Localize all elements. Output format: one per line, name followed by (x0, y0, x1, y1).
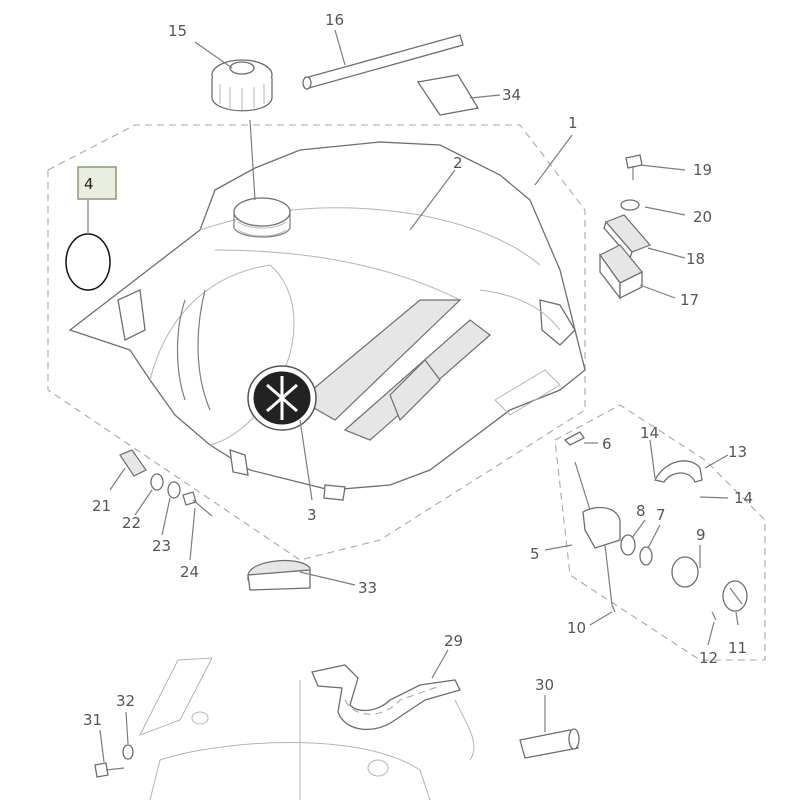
screw-10[interactable] (611, 604, 616, 613)
callout-16: 16 (325, 11, 344, 29)
callout-29: 29 (444, 632, 463, 650)
callout-24: 24 (180, 563, 199, 581)
callout-7: 7 (656, 506, 666, 524)
bolt-19[interactable] (625, 154, 643, 180)
yamaha-emblem[interactable] (247, 365, 317, 431)
bracket-29[interactable] (311, 664, 475, 761)
fuel-tank-body[interactable] (68, 141, 586, 501)
damper-33[interactable] (247, 559, 311, 591)
callout-20: 20 (693, 208, 712, 226)
callout-34: 34 (502, 86, 521, 104)
callout-23: 23 (152, 537, 171, 555)
o-ring[interactable] (65, 233, 111, 291)
callout-32: 32 (116, 692, 135, 710)
fuel-cap[interactable] (211, 59, 273, 112)
grommet-21[interactable] (119, 449, 147, 477)
callout-4: 4 (84, 175, 94, 193)
frame-cover[interactable] (138, 657, 431, 800)
callout-2: 2 (453, 154, 463, 172)
callout-11: 11 (728, 639, 747, 657)
callout-21: 21 (92, 497, 111, 515)
fuel-cock-lever[interactable] (574, 461, 621, 606)
callout-31: 31 (83, 711, 102, 729)
breather-hose[interactable] (302, 34, 464, 90)
callout-22: 22 (122, 514, 141, 532)
screw-12[interactable] (711, 611, 717, 621)
caution-label[interactable] (416, 74, 480, 116)
fuel-cock-boundary (554, 404, 766, 661)
callout-12: 12 (699, 649, 718, 667)
callout-box-4[interactable] (77, 166, 117, 200)
callout-14a: 14 (640, 424, 659, 442)
callout-17: 17 (680, 291, 699, 309)
bolt-31[interactable] (94, 762, 125, 778)
leader-lines (87, 29, 739, 763)
callout-9: 9 (696, 526, 706, 544)
clip-6[interactable] (563, 431, 585, 446)
callout-3: 3 (307, 506, 317, 524)
callout-10: 10 (567, 619, 586, 637)
washer-20[interactable] (620, 199, 640, 211)
washer-8[interactable] (620, 534, 636, 556)
collar-22[interactable] (150, 473, 164, 491)
callout-18: 18 (686, 250, 705, 268)
hose-30[interactable] (519, 728, 580, 759)
callout-14b: 14 (734, 489, 753, 507)
callout-5: 5 (530, 545, 540, 563)
damper-17[interactable] (599, 244, 643, 300)
callout-1: 1 (568, 114, 578, 132)
bolt-24[interactable] (182, 491, 213, 517)
callout-15: 15 (168, 22, 187, 40)
callout-19: 19 (693, 161, 712, 179)
washer-23[interactable] (167, 481, 181, 499)
callout-30: 30 (535, 676, 554, 694)
knob-11[interactable] (722, 580, 748, 612)
callout-13: 13 (728, 443, 747, 461)
callout-8: 8 (636, 502, 646, 520)
callout-labels: 1 2 3 4 5 6 7 8 9 10 11 12 13 14 14 15 1… (83, 11, 753, 729)
callout-6: 6 (602, 435, 612, 453)
seal-7[interactable] (639, 546, 653, 566)
pipe-13[interactable] (654, 460, 703, 483)
plate-9[interactable] (671, 556, 699, 588)
callout-33: 33 (358, 579, 377, 597)
washer-32[interactable] (122, 744, 134, 760)
